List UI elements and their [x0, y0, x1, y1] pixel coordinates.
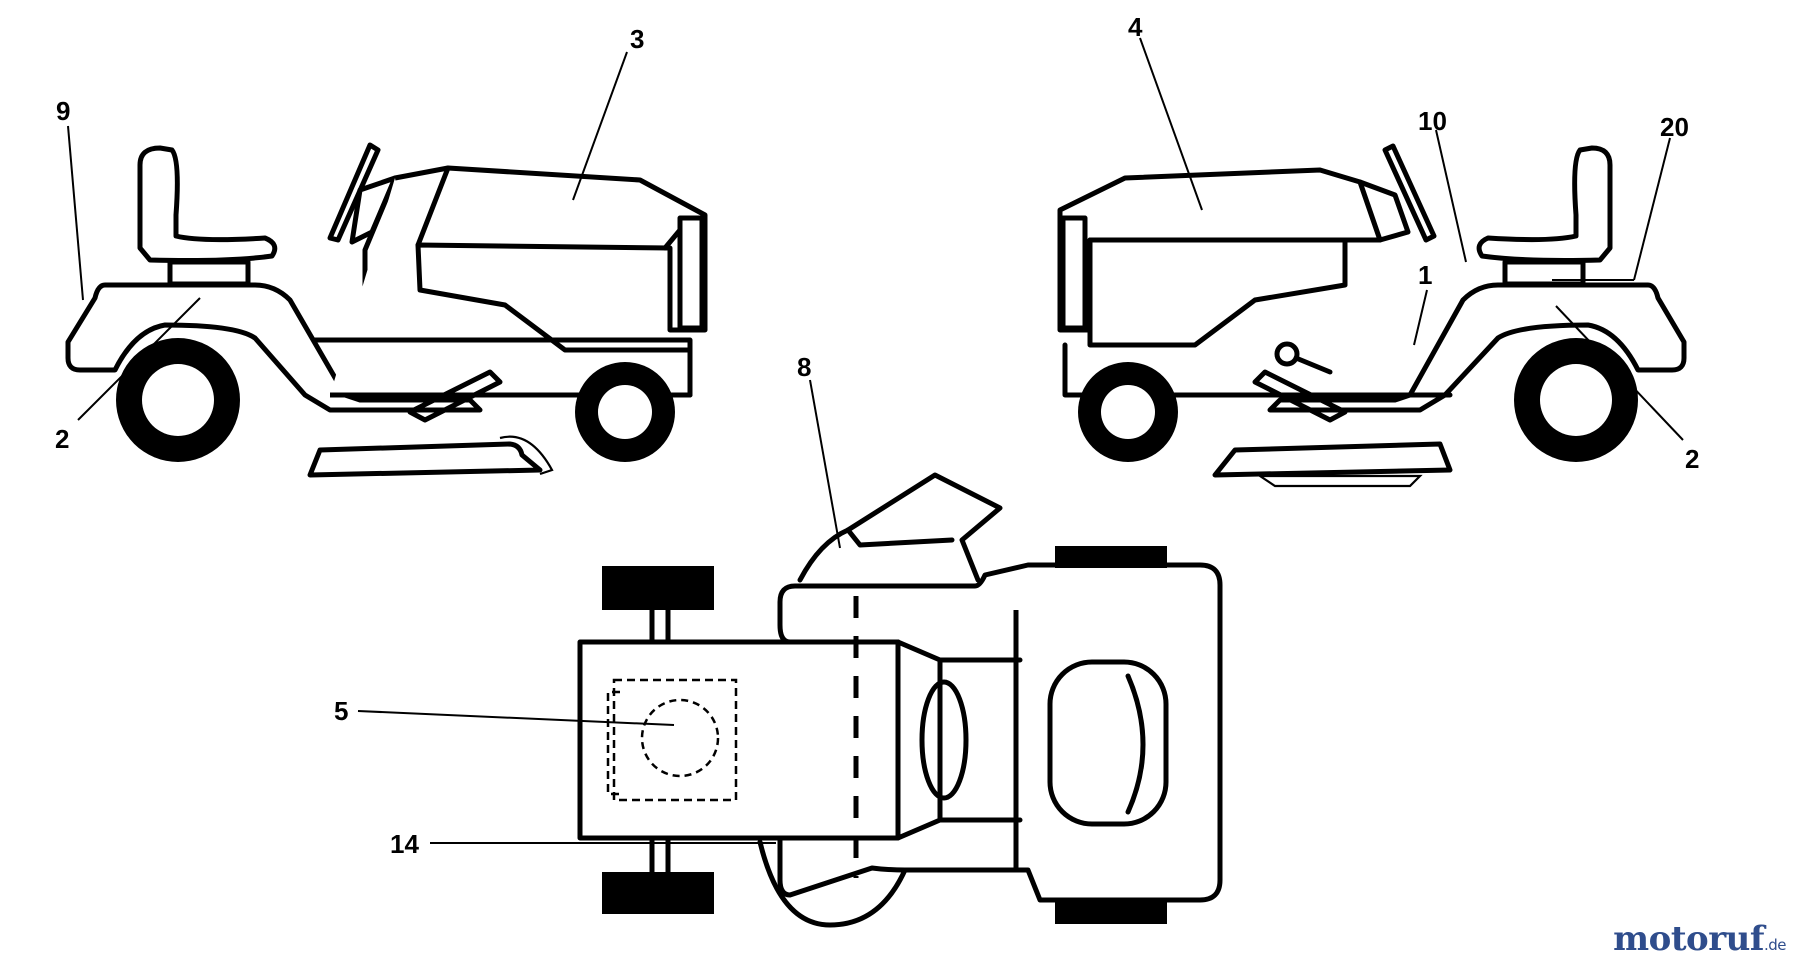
- tractor-left-side-view: [65, 142, 708, 478]
- leader-9: [67, 125, 84, 301]
- steering-column-r: [1357, 179, 1411, 243]
- engine-cap-outline: [640, 698, 720, 778]
- steering-wheel: [327, 142, 381, 243]
- callout-labels: 1 2 2 3 4 5 8 9 10 14 20: [55, 12, 1699, 859]
- tractor-right-side-view: [1057, 143, 1687, 488]
- front-wheel-rim: [598, 385, 652, 439]
- callout-1: 1: [1418, 260, 1432, 290]
- front-wheel-top-1: [602, 566, 714, 610]
- leader-10: [1435, 129, 1467, 263]
- lever-knob: [1274, 341, 1300, 367]
- callout-10: 10: [1418, 106, 1447, 136]
- leader-lines: [67, 37, 1684, 844]
- callout-4: 4: [1128, 12, 1143, 42]
- seat-r: [1476, 145, 1613, 263]
- leader-1: [1413, 289, 1428, 346]
- seat-top: [1047, 659, 1169, 827]
- front-wheel-rim-r: [1101, 385, 1155, 439]
- leader-5: [357, 710, 675, 726]
- tractor-top-view: [577, 472, 1223, 928]
- frame: [312, 337, 693, 398]
- footrest-r: [1252, 369, 1348, 423]
- deck-arc: [757, 839, 908, 928]
- dash-top: [895, 639, 943, 841]
- front-axle: [649, 607, 671, 875]
- discharge-chute: [797, 472, 1003, 583]
- frame-r: [1062, 342, 1453, 398]
- rear-wheel-top-2: [1055, 902, 1167, 924]
- mower-deck-r: [1212, 441, 1453, 478]
- leader-8: [809, 379, 841, 549]
- steering-wheel-top: [919, 679, 969, 801]
- rear-fender-r: [1267, 282, 1687, 413]
- leader-2b: [1555, 305, 1684, 441]
- seat: [137, 145, 278, 263]
- hood-top: [577, 639, 901, 841]
- mower-deck: [307, 441, 543, 478]
- leader-3: [572, 51, 628, 201]
- callout-8: 8: [797, 352, 811, 382]
- rear-wheel-rim: [142, 364, 214, 436]
- seat-post: [167, 259, 251, 287]
- hood-r: [1057, 167, 1383, 333]
- hood-r-lower: [1087, 237, 1348, 348]
- hood-decal-box-side: [606, 690, 620, 796]
- callout-2-right: 2: [1685, 444, 1699, 474]
- watermark-logo: motoruf.de: [1613, 919, 1786, 959]
- hood-decal-box: [612, 678, 738, 802]
- leader-20: [1633, 137, 1671, 281]
- deck-chute: [499, 435, 554, 476]
- grille-r: [1060, 215, 1088, 331]
- console-top: [937, 657, 1023, 823]
- footrest: [407, 369, 503, 423]
- leader-2a: [77, 297, 201, 421]
- body-top: [777, 562, 1223, 903]
- deck-skirt-r: [1256, 474, 1423, 488]
- lever: [1293, 355, 1333, 375]
- callout-3: 3: [630, 24, 644, 54]
- watermark-brand: motoruf: [1613, 919, 1764, 959]
- callout-9: 9: [56, 96, 70, 126]
- chute-inner: [845, 527, 955, 548]
- leader-4: [1139, 37, 1203, 211]
- steering-wheel-r: [1382, 143, 1437, 243]
- hood-side-line: [415, 165, 451, 248]
- callout-14: 14: [390, 829, 419, 859]
- rear-fender: [65, 282, 483, 413]
- rear-wheel-top-1: [1055, 546, 1167, 568]
- front-wheel-top-2: [602, 872, 714, 914]
- callout-2-left: 2: [55, 424, 69, 454]
- watermark-tld: .de: [1763, 936, 1787, 954]
- seat-back-top: [1125, 673, 1146, 815]
- callout-20: 20: [1660, 112, 1689, 142]
- rear-wheel-rim-r: [1540, 364, 1612, 436]
- callout-5: 5: [334, 696, 348, 726]
- grille: [677, 215, 705, 331]
